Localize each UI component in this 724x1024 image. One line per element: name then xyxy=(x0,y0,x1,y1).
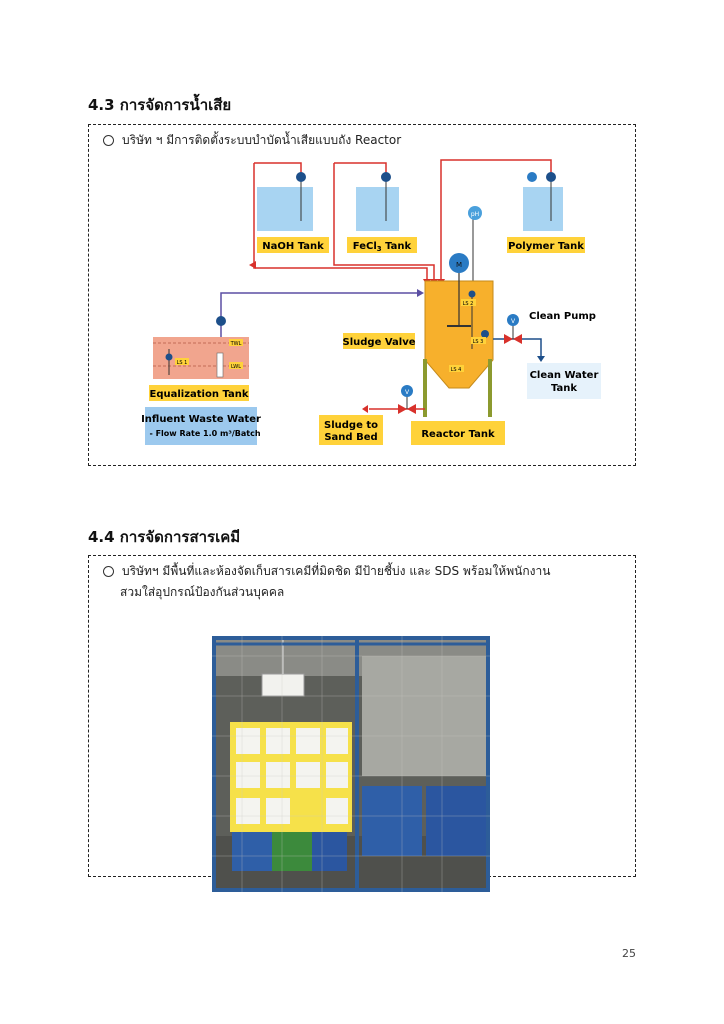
ls1-label: LS 1 xyxy=(177,360,188,366)
sludge-valve-label-bg xyxy=(343,333,415,349)
chemical-storage-photo xyxy=(212,636,490,892)
fecl3-label-main: FeCl xyxy=(353,241,377,252)
influent-box xyxy=(145,407,257,445)
clean-water-label-1: Clean Water xyxy=(530,370,599,381)
reactor-leg-right xyxy=(488,359,492,417)
clean-valve-icon xyxy=(504,334,513,344)
wastewater-box: บริษัท ฯ มีการติดตั้งระบบบำบัดน้ำเสียแบบ… xyxy=(88,124,636,466)
mixer-motor-icon xyxy=(449,253,469,273)
fecl3-tank xyxy=(356,187,399,231)
ls3-sensor-icon xyxy=(481,330,489,338)
naoh-label: NaOH Tank xyxy=(262,241,324,252)
sludge-sand-label-bg xyxy=(319,415,383,445)
bullet-circle-icon xyxy=(103,135,114,146)
reactor-label: Reactor Tank xyxy=(421,429,495,440)
ph-label: pH xyxy=(471,211,479,218)
polymer-mixer-icon xyxy=(527,172,537,182)
ls2-label: LS 2 xyxy=(463,301,474,307)
polymer-label: Polymer Tank xyxy=(508,241,584,252)
fecl3-label-sub: 3 xyxy=(377,245,382,253)
fecl3-label: FeCl3 Tank xyxy=(353,241,412,253)
equalization-label: Equalization Tank xyxy=(149,389,248,400)
clean-pump-icon-label: V xyxy=(511,318,516,325)
sludge-pump-icon xyxy=(401,385,413,397)
polymer-tank xyxy=(523,187,563,231)
equalization-label-bg xyxy=(149,385,249,401)
reactor-label-bg xyxy=(411,421,505,445)
wastewater-diagram: NaOH Tank FeCl3 Tank Polymer Tank pH M L… xyxy=(141,159,601,445)
ls1-sensor-icon xyxy=(165,353,173,361)
naoh-pump-icon xyxy=(296,172,306,182)
reactor-leg-left xyxy=(423,359,427,417)
sludge-valve-label: Sludge Valve xyxy=(343,337,416,348)
polymer-label-bg xyxy=(507,237,585,253)
sludge-sand-label-2: Sand Bed xyxy=(324,432,377,443)
section-44-heading: 4.4 การจัดการสารเคมี xyxy=(88,528,241,546)
clean-water-tank xyxy=(527,363,601,399)
sign-plate xyxy=(261,673,305,697)
chemical-box: บริษัทฯ มีพื้นที่และห้องจัดเก็บสารเคมีที… xyxy=(88,555,636,892)
clean-pump-label: Clean Pump xyxy=(529,311,596,322)
page-number: 25 xyxy=(622,947,636,960)
naoh-tank xyxy=(257,187,313,231)
bullet-circle-icon xyxy=(103,566,114,577)
chemical-bullet-text-1: บริษัทฯ มีพื้นที่และห้องจัดเก็บสารเคมีที… xyxy=(122,564,551,578)
twl-label: TWL xyxy=(230,341,242,347)
reactor-ph-probe-icon xyxy=(468,290,476,298)
fecl3-pump-icon xyxy=(381,172,391,182)
influent-label-1: Influent Waste Water xyxy=(141,414,261,425)
lwl-label: LWL xyxy=(231,364,241,370)
sludge-pump-icon-label: V xyxy=(405,389,410,396)
ph-sensor-icon xyxy=(468,206,482,220)
section-43-heading: 4.3 การจัดการน้ำเสีย xyxy=(88,96,232,114)
influent-label-2: - Flow Rate 1.0 m³/Batch xyxy=(149,429,260,438)
clean-water-label-2: Tank xyxy=(551,383,577,394)
naoh-label-bg xyxy=(257,237,329,253)
dosing-pipes xyxy=(253,159,552,281)
ls4-label: LS 4 xyxy=(451,367,462,373)
clean-pump-icon xyxy=(507,314,519,326)
sludge-valve-icon xyxy=(398,404,407,414)
mixer-label: M xyxy=(456,261,462,269)
transfer-pump-icon xyxy=(216,316,226,326)
chemical-bullet-text-2: สวมใส่อุปกรณ์ป้องกันส่วนบุคคล xyxy=(120,585,285,599)
ls3-label: LS 3 xyxy=(473,339,484,345)
fecl3-label-suffix: Tank xyxy=(382,241,412,252)
wastewater-bullet-text: บริษัท ฯ มีการติดตั้งระบบบำบัดน้ำเสียแบบ… xyxy=(122,133,402,147)
sludge-sand-label-1: Sludge to xyxy=(324,420,378,431)
polymer-pump-icon xyxy=(546,172,556,182)
fecl3-label-bg xyxy=(347,237,417,253)
